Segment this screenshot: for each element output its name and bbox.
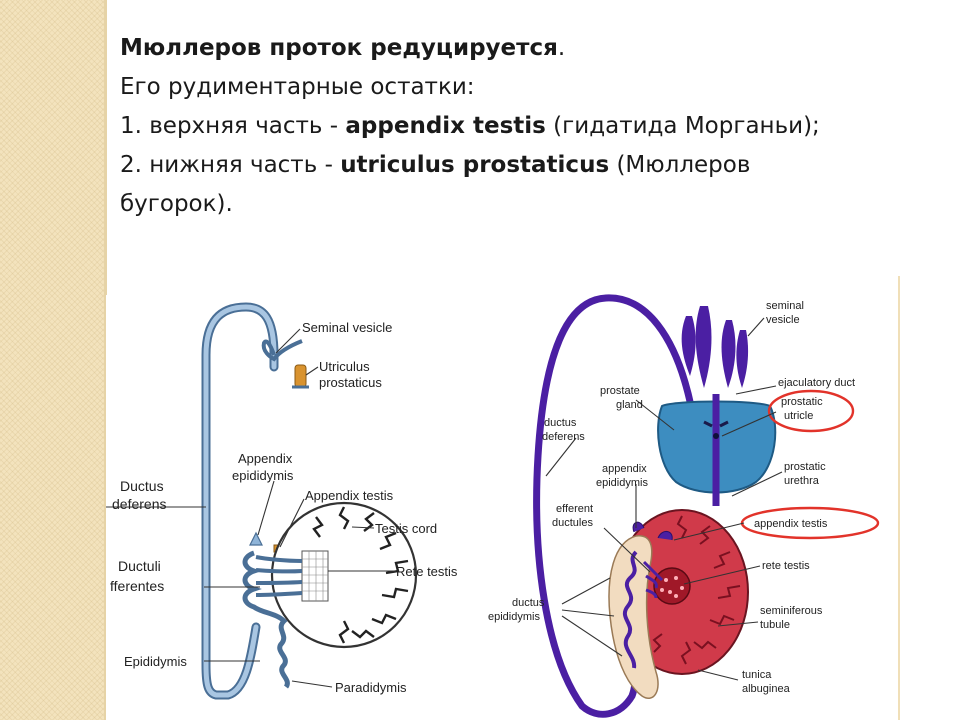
r-label-ductus-def-1: ductus — [544, 417, 577, 429]
r-label-seminiferous-1: seminiferous — [760, 605, 823, 617]
left-epididymis — [242, 550, 290, 689]
right-prostatic-utricle — [713, 433, 719, 439]
r-label-ductus-epid-2: epididymis — [488, 611, 540, 623]
r-label-appendix-epid-2: epididymis — [596, 477, 648, 489]
r-label-ductus-def-2: deferens — [542, 431, 585, 443]
r-label-appendix-epid-1: appendix — [602, 463, 647, 475]
label-paradidymis: Paradidymis — [335, 680, 407, 695]
stripe-edge — [104, 0, 107, 720]
decorative-side-stripe — [0, 0, 104, 720]
r-label-ejaculatory: ejaculatory duct — [778, 377, 855, 389]
r-label-efferent-1: efferent — [556, 503, 593, 515]
r-label-efferent-2: ductules — [552, 517, 593, 529]
label-utriculus-2: prostaticus — [319, 375, 382, 390]
line4-suffix: (Мюллеров — [609, 152, 751, 178]
left-anatomy-diagram: Seminal vesicle Utriculus prostaticus Ap… — [106, 295, 486, 720]
r-label-ductus-epid-1: ductus — [512, 597, 545, 609]
label-utriculus-1: Utriculus — [319, 359, 370, 374]
label-ductus-2: deferens — [112, 496, 166, 512]
line3-suffix: (гидатида Морганьи); — [545, 113, 820, 139]
label-seminal-vesicle: Seminal vesicle — [302, 320, 392, 335]
left-diagram-svg: Seminal vesicle Utriculus prostaticus Ap… — [106, 302, 458, 700]
left-testis-cords — [312, 506, 409, 644]
r-label-seminiferous-2: tubule — [760, 619, 790, 631]
left-seminal-vesicle — [261, 339, 303, 362]
right-figure-edge — [898, 276, 900, 720]
heading-bold: Мюллеров проток редуцируется — [120, 35, 558, 61]
text-line-2: Его рудиментарные остатки: — [120, 74, 475, 100]
left-utriculus — [294, 364, 307, 388]
slide-text: Мюллеров проток редуцируется. Его рудиме… — [120, 29, 920, 224]
line3-prefix: 1. верхняя часть - — [120, 113, 346, 139]
r-label-prostate-1: prostate — [600, 385, 640, 397]
label-appendix-epididymis-2: epididymis — [232, 468, 294, 483]
text-line-1: Мюллеров проток редуцируется. — [120, 29, 920, 68]
line3-term: appendix testis — [345, 113, 546, 139]
r-label-prostatic-utricle-2: utricle — [784, 410, 813, 422]
right-seminiferous-tubules — [652, 515, 741, 665]
left-rete-testis — [301, 550, 329, 602]
label-appendix-epididymis-1: Appendix — [238, 451, 293, 466]
left-testis — [270, 501, 418, 649]
r-label-prostate-2: gland — [616, 399, 643, 411]
text-line-4: 2. нижняя часть - utriculus prostaticus … — [120, 146, 920, 185]
line4-prefix: 2. нижняя часть - — [120, 152, 341, 178]
label-appendix-testis: Appendix testis — [305, 488, 394, 503]
right-efferent-ductules — [642, 560, 664, 599]
label-ductuli-1: Ductuli — [118, 558, 161, 574]
right-rete-testis — [653, 567, 691, 605]
right-anatomy-diagram: seminal vesicle ejaculatory duct prostat… — [486, 276, 900, 720]
r-label-prostatic-urethra-1: prostatic — [784, 461, 826, 473]
r-label-prostatic-utricle-1: prostatic — [781, 396, 823, 408]
label-ductus-1: Ductus — [120, 478, 164, 494]
r-label-tunica-2: albuginea — [742, 683, 791, 695]
line4-term: utriculus prostaticus — [340, 152, 610, 178]
r-label-seminal-2: vesicle — [766, 314, 800, 326]
label-epididymis: Epididymis — [124, 654, 187, 669]
r-label-rete-testis: rete testis — [762, 560, 810, 572]
r-label-tunica-1: tunica — [742, 669, 772, 681]
right-appendix-testis — [657, 531, 673, 541]
r-label-prostatic-urethra-2: urethra — [784, 475, 820, 487]
highlight-prostatic-utricle — [767, 389, 855, 433]
right-seminal-vesicles — [681, 306, 749, 388]
label-ductuli-2: fferentes — [110, 578, 164, 594]
r-label-seminal-1: seminal — [766, 300, 804, 312]
right-diagram-svg: seminal vesicle ejaculatory duct prostat… — [488, 294, 880, 718]
right-ductus-deferens — [533, 294, 695, 718]
text-line-5: бугорок). — [120, 191, 233, 217]
left-ductus-deferens-path — [201, 302, 279, 700]
label-testis-cord: Testis cord — [375, 521, 437, 536]
text-line-3: 1. верхняя часть - appendix testis (гида… — [120, 107, 920, 146]
heading-end: . — [557, 35, 566, 61]
r-label-appendix-testis: appendix testis — [754, 518, 828, 530]
left-appendix-epididymis — [249, 531, 263, 546]
label-rete-testis: Rete testis — [396, 564, 458, 579]
